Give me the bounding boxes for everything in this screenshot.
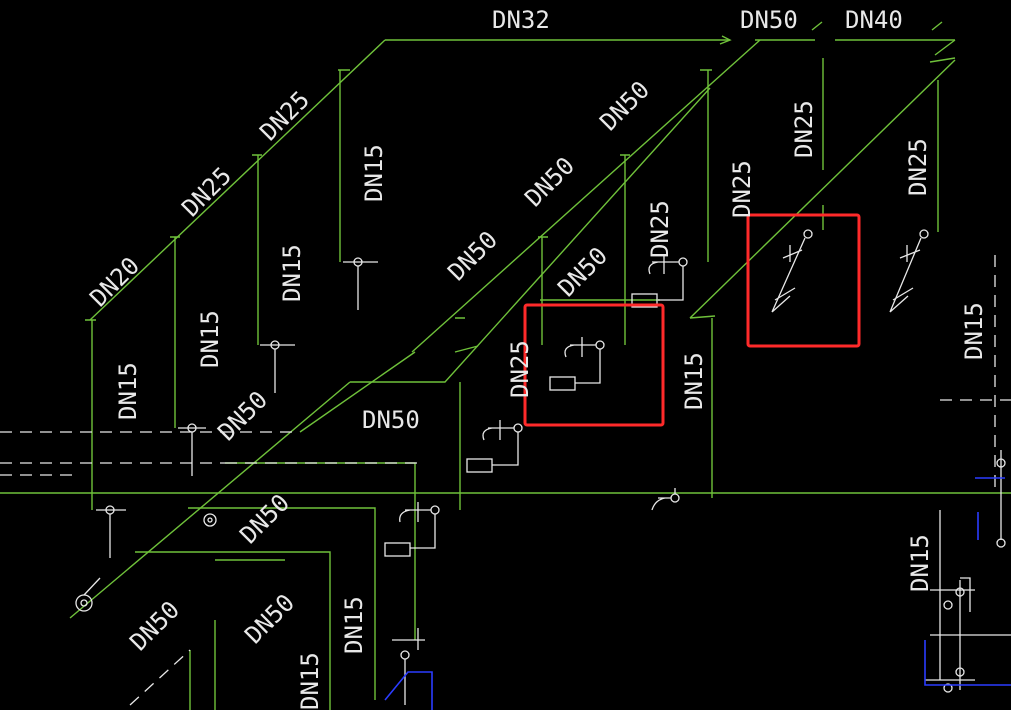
floor-drain-icon [203,513,217,527]
label-dn25-c: DN25 [506,340,534,398]
label-dn15-e: DN15 [680,352,708,410]
connector-pipe [299,351,416,433]
label-dn32: DN32 [492,6,550,34]
faucet-fixture-icon [631,254,688,308]
branch-pipe-c [188,507,376,700]
label-dn50-diag-f: DN50 [234,489,295,550]
valve-icon [392,628,425,705]
label-dn50-center: DN50 [362,406,420,434]
label-dn15-a: DN15 [114,362,142,420]
faucet-fixture-icon [466,420,523,473]
highlight-box-left [523,303,665,427]
label-dn50-diag-c: DN50 [442,226,503,287]
label-dn50-diag-h: DN50 [239,589,300,650]
label-dn25-f: DN25 [790,100,818,158]
valve-stack-icon [996,450,1006,548]
label-dn25-a: DN25 [176,162,237,223]
label-dn25-g: DN25 [904,138,932,196]
label-dn50-diag-a: DN50 [594,76,655,137]
label-dn20: DN20 [84,252,145,313]
label-dn50-diag-b: DN50 [519,152,580,213]
label-dn50-top: DN50 [740,6,798,34]
valve-icon [343,257,378,310]
fixtures [75,229,1011,705]
diagonal-pipe-middle [411,39,761,353]
label-dn15-d: DN15 [360,144,388,202]
pipe-ticks [85,69,712,321]
label-dn15-h: DN15 [340,596,368,654]
diagonal-pipe-lower [69,87,711,619]
floor-drain-icon [75,577,101,612]
valve-icon [96,505,126,558]
label-dn15-f: DN15 [960,302,988,360]
dashed-lines [0,255,1011,706]
label-dn15-c: DN15 [278,244,306,302]
label-dn15-b: DN15 [196,310,224,368]
flush-valve-icon [889,229,929,313]
label-dn50-diag-d: DN50 [552,242,613,303]
flow-arrows [454,21,956,353]
label-dn25-e: DN25 [728,160,756,218]
branch-pipe-a [135,551,331,710]
label-dn15-i: DN15 [296,652,324,710]
diagonal-pipe-upper [89,39,386,321]
label-dn50-diag-g: DN50 [124,596,185,657]
highlight-box-right [746,213,861,348]
pipe-size-labels: DN32 DN50 DN40 DN50 DN20 DN25 DN25 DN50 … [84,6,988,710]
blue-lines [384,477,1011,710]
label-dn25-d: DN25 [646,200,674,258]
label-dn50-diag-e: DN50 [212,386,273,447]
diagonal-pipe-right [689,59,956,319]
flush-valve-icon [771,229,813,313]
valve-icon [260,340,295,393]
label-dn40: DN40 [845,6,903,34]
valve-icon [178,423,206,476]
faucet-fixture-icon [384,502,440,557]
tap-icon [651,488,680,511]
faucet-fixture-icon [549,337,605,391]
lower-risers [189,620,216,710]
valve-stack-icon [925,510,1011,693]
label-dn15-g: DN15 [906,534,934,592]
